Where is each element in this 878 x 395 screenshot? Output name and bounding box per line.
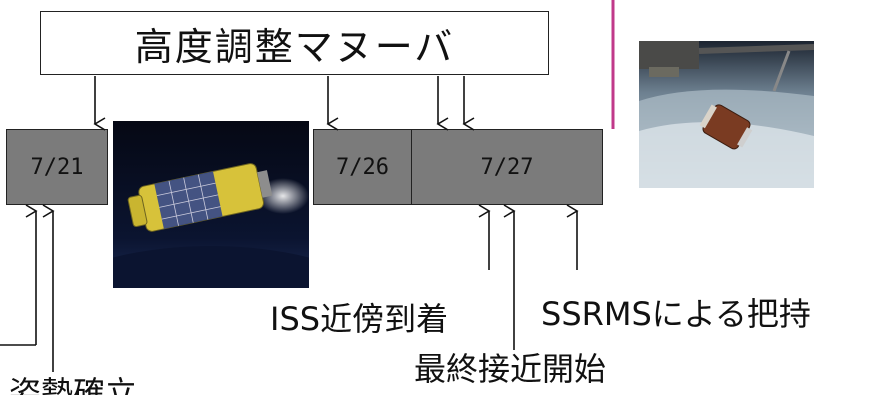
iss-capture-image [639,41,814,188]
date-label-0727: 7/27 [480,154,534,180]
label-final-approach: 最終接近開始 [414,350,607,388]
label-iss-approach: ISS近傍到着 [270,300,449,338]
timeline-segment-0727: 7/27 [411,129,603,205]
htv-spacecraft-image [113,121,309,288]
iss-capture-photo [639,41,814,188]
maneuver-title-box: 高度調整マヌーバ [40,11,549,75]
timeline-segment-0721: 7/21 [6,129,108,205]
label-attitude-established: 姿勢確立 [9,374,138,395]
label-ssrms-capture: SSRMSによる把持 [541,295,811,333]
date-label-0726: 7/26 [336,154,389,180]
maneuver-title: 高度調整マヌーバ [134,24,455,69]
date-label-0721: 7/21 [30,154,84,180]
htv-spacecraft-illustration [113,121,309,288]
timeline-segment-0726: 7/26 [313,129,412,205]
